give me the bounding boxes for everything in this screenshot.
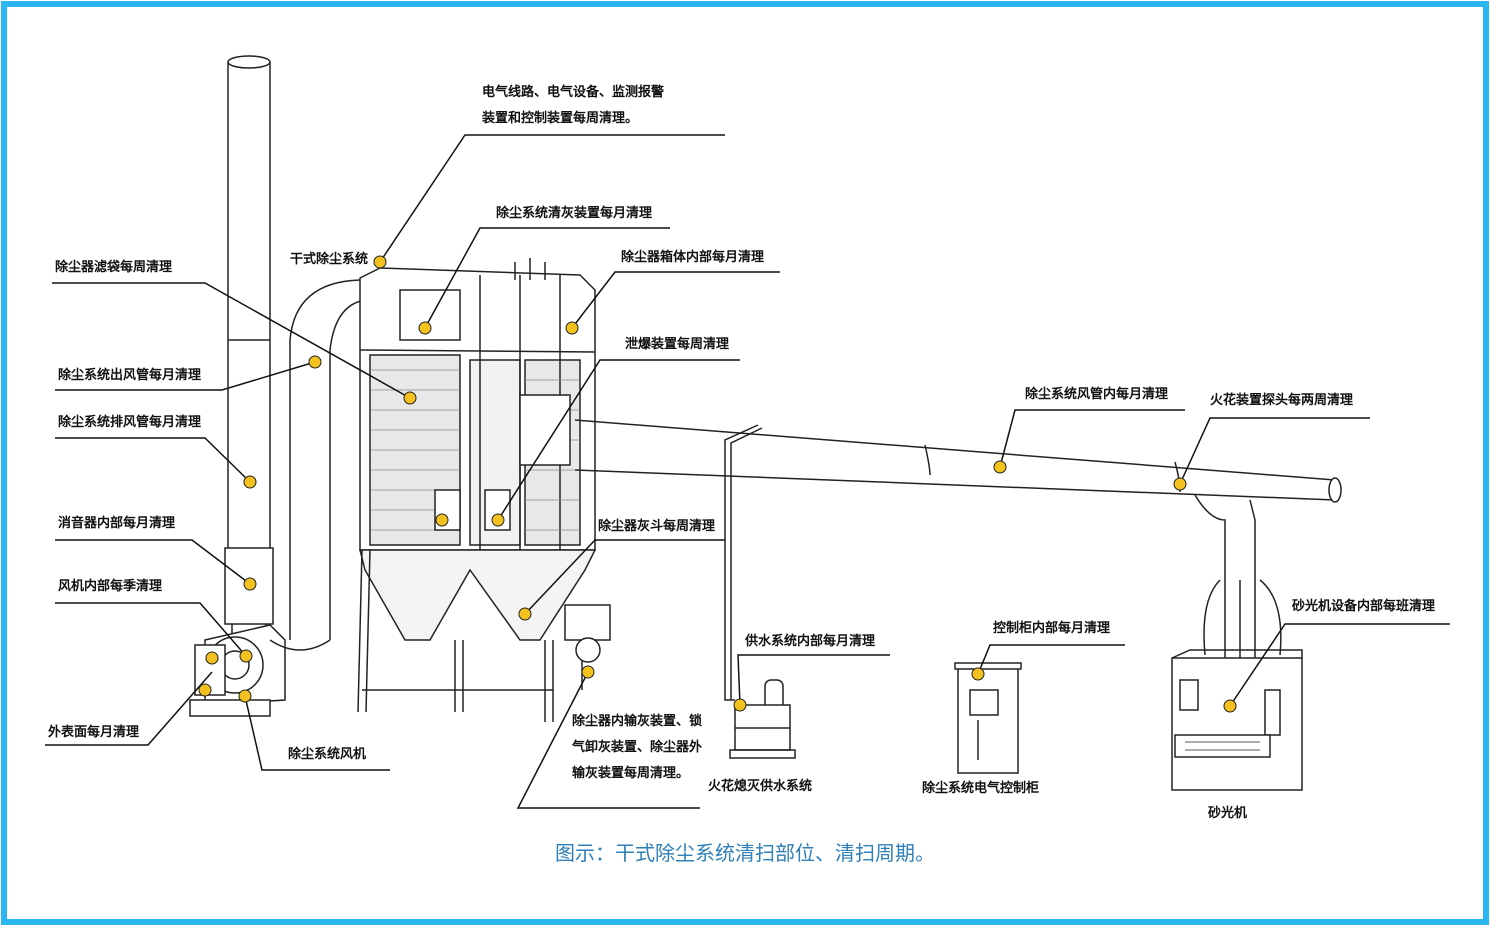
label-electrical: 电气线路、电气设备、监测报警装置和控制装置每周清理。 — [482, 85, 665, 126]
exhaust-stack — [224, 55, 274, 641]
label-filter-bag: 除尘器滤袋每周清理 — [55, 260, 173, 275]
marker-dot — [971, 667, 985, 681]
label-sander: 砂光机 — [1208, 806, 1248, 821]
marker-dot — [238, 689, 252, 703]
label-control-cabinet-interior: 控制柜内部每月清理 — [993, 621, 1111, 636]
marker-dot — [565, 321, 579, 335]
water-supply-unit — [729, 679, 796, 759]
label-spark-probe: 火花装置探头每两周清理 — [1210, 393, 1354, 408]
marker-dot — [418, 321, 432, 335]
marker-dot — [243, 475, 257, 489]
label-cleaning-device: 除尘系统清灰装置每月清理 — [496, 206, 653, 221]
main-duct — [574, 419, 1342, 660]
control-cabinet — [954, 662, 1022, 774]
marker-dot — [993, 460, 1007, 474]
label-electric-cabinet: 除尘系统电气控制柜 — [922, 781, 1040, 796]
marker-dot — [1173, 477, 1187, 491]
marker-dot — [243, 577, 257, 591]
marker-dot — [581, 665, 595, 679]
label-outlet-duct: 除尘系统出风管每月清理 — [58, 368, 202, 383]
marker-dot — [308, 355, 322, 369]
label-conveyor: 除尘器内输灰装置、锁气卸灰装置、除尘器外输灰装置每周清理。 — [572, 714, 703, 781]
marker-dots — [198, 255, 1237, 713]
label-fan-interior: 风机内部每季清理 — [58, 579, 163, 594]
label-system-duct: 除尘系统风管内每月清理 — [1025, 387, 1169, 402]
label-box-interior: 除尘器箱体内部每月清理 — [621, 250, 765, 265]
label-water-supply: 供水系统内部每月清理 — [745, 634, 876, 649]
marker-dot — [373, 255, 387, 269]
marker-dot — [205, 651, 219, 665]
marker-dot — [435, 513, 449, 527]
leader-lines — [45, 134, 1450, 809]
outlet-duct — [269, 279, 366, 651]
marker-dot — [518, 607, 532, 621]
marker-dot — [239, 649, 253, 663]
label-hopper: 除尘器灰斗每周清理 — [598, 519, 716, 534]
marker-dot — [198, 683, 212, 697]
marker-dot — [1223, 699, 1237, 713]
label-fan: 除尘系统风机 — [288, 747, 367, 762]
label-sander-interior: 砂光机设备内部每班清理 — [1292, 599, 1436, 614]
water-pipe — [724, 424, 763, 701]
label-exhaust-duct: 除尘系统排风管每月清理 — [58, 415, 202, 430]
label-outer-surface: 外表面每月清理 — [48, 725, 140, 740]
dust-collector — [357, 258, 611, 722]
label-silencer: 消音器内部每月清理 — [58, 516, 176, 531]
label-dry-system: 干式除尘系统 — [290, 252, 369, 267]
marker-dot — [733, 698, 747, 712]
marker-dot — [403, 391, 417, 405]
label-explosion-vent: 泄爆装置每周清理 — [625, 337, 730, 352]
label-spark-water: 火花熄灭供水系统 — [708, 779, 813, 794]
sander-machine — [1171, 649, 1303, 791]
figure-caption: 图示：干式除尘系统清扫部位、清扫周期。 — [555, 841, 935, 865]
marker-dot — [491, 513, 505, 527]
fan-unit — [189, 624, 286, 717]
